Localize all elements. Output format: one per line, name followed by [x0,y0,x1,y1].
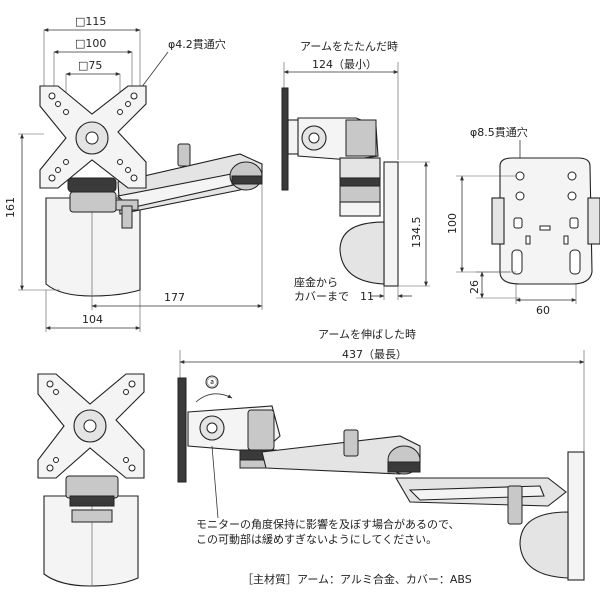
dim-437-label: 437（最長） [342,348,407,361]
seat-label-line1: 座金から [294,275,338,289]
hole-42-label: φ4.2貫通穴 [168,37,226,51]
dim-75-label: □75 [78,59,102,72]
seat-label-line2: カバーまで [294,290,349,303]
dim-100-label: □100 [75,37,106,50]
dim-60-label: 60 [536,304,550,317]
dim-134-5-label: 134.5 [410,217,423,249]
extended-title: アームを伸ばした時 [318,328,416,341]
wall-plate-view: φ8.5貫通穴 100 26 60 [446,125,600,317]
material-spec: ［主材質］アーム：アルミ合金、カバー：ABS [242,572,472,586]
dim-124-label: 124（最小） [312,58,377,71]
dim-26-label: 26 [468,280,481,294]
dim-177-label: 177 [164,291,185,304]
dim-104-label: 104 [82,313,103,326]
dim-115-label: □115 [75,15,106,28]
hole-85-label: φ8.5貫通穴 [470,125,528,139]
dim-161-label: 161 [4,197,17,218]
dim-11-label: 11 [360,290,374,303]
wall-plate-shape [499,157,593,285]
front-view-bottom [37,373,145,587]
folded-view: アームをたたんだ時 124（最小） 134.5 座金から カバーまで 11 [281,40,430,303]
rotation-marker: ⓐ [207,377,217,389]
front-view-top: □115 □100 □75 φ4.2貫通穴 [4,15,263,332]
note-line2: この可動部は緩めすぎないようにしてください。 [196,532,437,546]
folded-title: アームをたたんだ時 [300,40,398,53]
note-line1: モニターの角度保持に影響を及ぼす場合があるので、 [196,517,460,531]
dim-100-wall-label: 100 [446,213,459,234]
extended-view: アームを伸ばした時 437（最長） ⓐ モニターの角度保持に影響を及ぼす場合があ… [177,328,585,581]
